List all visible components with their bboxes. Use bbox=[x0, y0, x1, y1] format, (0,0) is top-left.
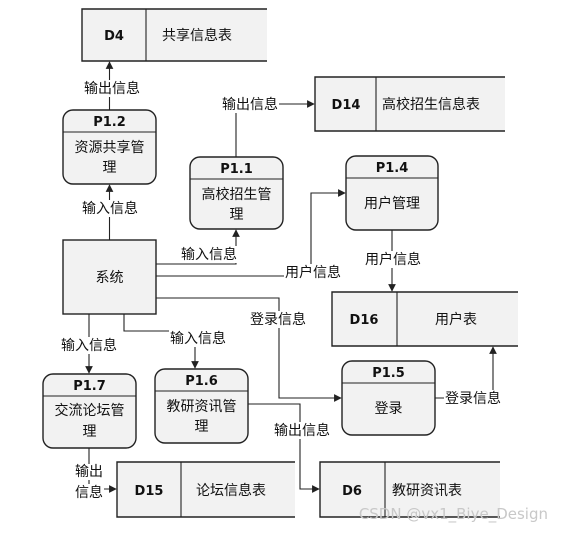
flow-p14-to-d16: 用户信息 bbox=[364, 230, 422, 292]
flow-p15-to-d16: 登录信息 bbox=[435, 346, 502, 407]
flow-label-background bbox=[169, 330, 227, 347]
flow-label-background bbox=[249, 311, 307, 328]
flow-label-background bbox=[273, 422, 331, 439]
flow-system-to-p15: 登录信息 bbox=[156, 297, 342, 402]
flow-p14-to-d16-label: 用户信息 bbox=[365, 251, 421, 268]
flow-label-background bbox=[83, 80, 141, 97]
watermark: CSDN @vx1_Biye_Design bbox=[359, 505, 548, 524]
process-p11-name-line1: 高校招生管 bbox=[202, 186, 272, 203]
process-p12: P1.2 资源共享管 理 bbox=[62, 109, 157, 185]
store-d15: D15 论坛信息表 bbox=[116, 461, 295, 518]
store-d16: D16 用户表 bbox=[331, 291, 518, 347]
flow-label-background bbox=[180, 246, 238, 263]
flow-system-to-p15-label: 登录信息 bbox=[250, 311, 306, 328]
process-p16-name-line2: 理 bbox=[195, 419, 209, 435]
process-p17: P1.7 交流论坛管 理 bbox=[42, 373, 137, 449]
flow-label-background bbox=[74, 484, 104, 501]
flow-p12-to-d4-label: 输出信息 bbox=[84, 80, 140, 97]
process-p15: P1.5 登录 bbox=[341, 360, 436, 436]
store-d15-id: D15 bbox=[135, 484, 164, 499]
store-d4: D4 共享信息表 bbox=[81, 8, 267, 62]
process-p16-id: P1.6 bbox=[185, 374, 218, 389]
process-p11: P1.1 高校招生管 理 bbox=[189, 156, 284, 230]
process-p16: P1.6 教研资讯管 理 bbox=[154, 368, 249, 444]
store-d14-name: 高校招生信息表 bbox=[382, 96, 480, 113]
entity-system: 系统 bbox=[62, 239, 157, 315]
process-p12-id: P1.2 bbox=[93, 115, 126, 130]
process-p14-id: P1.4 bbox=[376, 161, 409, 176]
process-p15-name: 登录 bbox=[375, 401, 403, 417]
flow-label-background bbox=[221, 96, 279, 113]
process-p14: P1.4 用户管理 bbox=[345, 155, 439, 231]
flow-system-to-p17-label: 输入信息 bbox=[61, 337, 117, 354]
flow-system-to-p14-label: 用户信息 bbox=[285, 264, 341, 281]
store-d6: D6 教研资讯表 bbox=[319, 461, 500, 518]
flow-system-to-p11-label: 输入信息 bbox=[181, 246, 237, 263]
flow-system-to-p11: 输入信息 bbox=[156, 229, 240, 265]
process-p11-id: P1.1 bbox=[220, 162, 253, 177]
flow-p15-to-d16-label: 登录信息 bbox=[445, 390, 501, 407]
flow-label-background bbox=[444, 390, 502, 407]
store-d4-id: D4 bbox=[104, 29, 124, 44]
flow-system-to-p12-label: 输入信息 bbox=[82, 200, 138, 217]
store-d4-name: 共享信息表 bbox=[162, 27, 232, 44]
entity-system-name: 系统 bbox=[96, 270, 124, 286]
flow-p16-to-d6-label: 输出信息 bbox=[274, 422, 330, 439]
flow-label-background bbox=[74, 464, 104, 480]
flow-p11-to-d14: 输出信息 bbox=[221, 96, 315, 157]
store-d16-name: 用户表 bbox=[435, 311, 477, 328]
flow-p16-to-d6: 输出信息 bbox=[248, 403, 331, 493]
flow-p17-to-d15-label-line2: 信息 bbox=[75, 484, 103, 501]
process-p17-name-line1: 交流论坛管 bbox=[55, 402, 125, 419]
flow-p11-to-d14-label: 输出信息 bbox=[222, 96, 278, 113]
process-p11-name-line2: 理 bbox=[230, 207, 244, 223]
flow-label-background bbox=[60, 337, 118, 354]
flow-p12-to-d4: 输出信息 bbox=[83, 61, 141, 110]
flow-p17-to-d15: 输出 信息 bbox=[74, 448, 117, 501]
store-d6-id: D6 bbox=[342, 484, 362, 499]
process-p15-id: P1.5 bbox=[372, 366, 405, 381]
process-p12-name-line1: 资源共享管 bbox=[75, 139, 145, 156]
flow-label-background bbox=[81, 200, 139, 217]
flow-label-background bbox=[284, 264, 342, 281]
flow-system-to-p17: 输入信息 bbox=[60, 314, 118, 374]
flow-p17-to-d15-label-line1: 输出 bbox=[75, 464, 103, 480]
process-p12-name-line2: 理 bbox=[103, 160, 117, 176]
flow-system-to-p14: 用户信息 bbox=[156, 189, 346, 281]
flow-system-to-p16-label: 输入信息 bbox=[170, 330, 226, 347]
process-p16-name-line1: 教研资讯管 bbox=[167, 399, 237, 415]
store-d15-name: 论坛信息表 bbox=[196, 482, 266, 499]
process-p17-id: P1.7 bbox=[73, 379, 106, 394]
process-p14-name: 用户管理 bbox=[364, 195, 420, 212]
store-d14-id: D14 bbox=[332, 98, 361, 113]
store-d14: D14 高校招生信息表 bbox=[314, 76, 505, 132]
process-p17-name-line2: 理 bbox=[83, 424, 97, 440]
flow-label-background bbox=[364, 251, 422, 268]
store-d6-name: 教研资讯表 bbox=[392, 483, 462, 499]
flow-system-to-p16: 输入信息 bbox=[123, 314, 227, 369]
flow-system-to-p12: 输入信息 bbox=[81, 184, 139, 240]
store-d16-id: D16 bbox=[350, 313, 379, 328]
